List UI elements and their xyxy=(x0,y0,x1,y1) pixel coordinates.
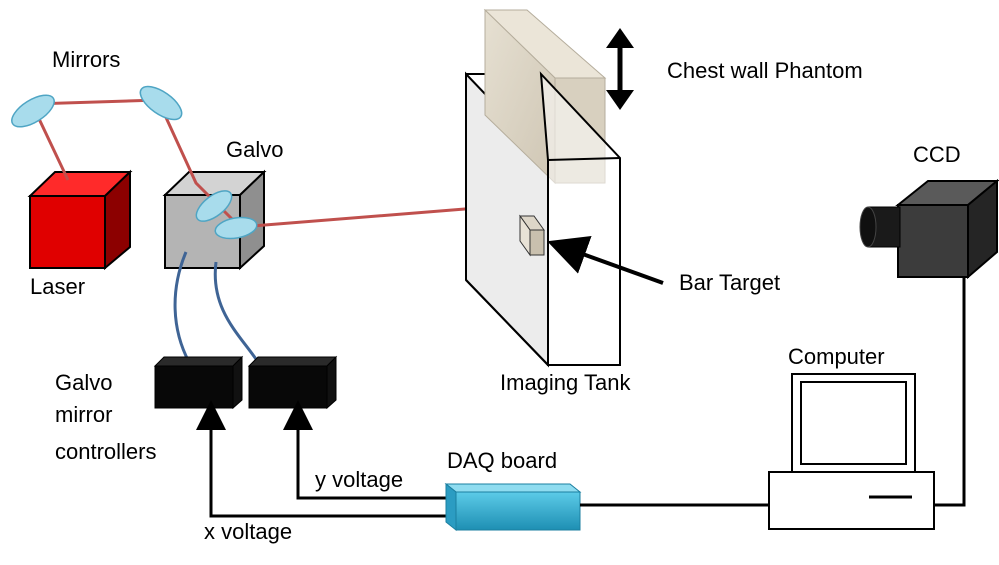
computer xyxy=(768,373,935,530)
label-bar-target: Bar Target xyxy=(679,270,780,295)
updown-arrow-icon xyxy=(606,28,634,110)
label-x-voltage: x voltage xyxy=(204,519,292,544)
label-daq-board: DAQ board xyxy=(447,448,557,473)
label-galvo: Galvo xyxy=(226,137,283,162)
computer-ccd-line xyxy=(934,275,966,507)
label-computer: Computer xyxy=(788,344,885,369)
label-controllers-3: controllers xyxy=(55,439,156,464)
controller-x xyxy=(153,355,244,410)
x-voltage-line xyxy=(196,400,450,518)
label-imaging-tank: Imaging Tank xyxy=(500,370,631,395)
ccd-camera xyxy=(859,178,999,280)
label-laser: Laser xyxy=(30,274,85,299)
bar-target-arrow xyxy=(547,235,664,285)
y-voltage-line xyxy=(283,400,450,500)
mirror-right xyxy=(139,85,183,121)
label-controllers-2: mirror xyxy=(55,402,112,427)
imaging-tank-front xyxy=(465,71,621,366)
cable-1 xyxy=(173,251,191,363)
label-mirrors: Mirrors xyxy=(52,47,120,72)
label-controllers-1: Galvo xyxy=(55,370,112,395)
controller-y xyxy=(247,355,338,410)
label-chest-wall-phantom: Chest wall Phantom xyxy=(667,58,863,83)
daq-board xyxy=(444,482,582,532)
galvo-mirror-1 xyxy=(195,190,233,222)
label-ccd: CCD xyxy=(913,142,961,167)
bar-target xyxy=(519,214,545,257)
laser-cube xyxy=(27,169,133,271)
cable-2 xyxy=(213,261,260,363)
label-y-voltage: y voltage xyxy=(315,467,403,492)
galvo-mirror-2 xyxy=(214,216,258,240)
mirror-left xyxy=(11,94,55,128)
